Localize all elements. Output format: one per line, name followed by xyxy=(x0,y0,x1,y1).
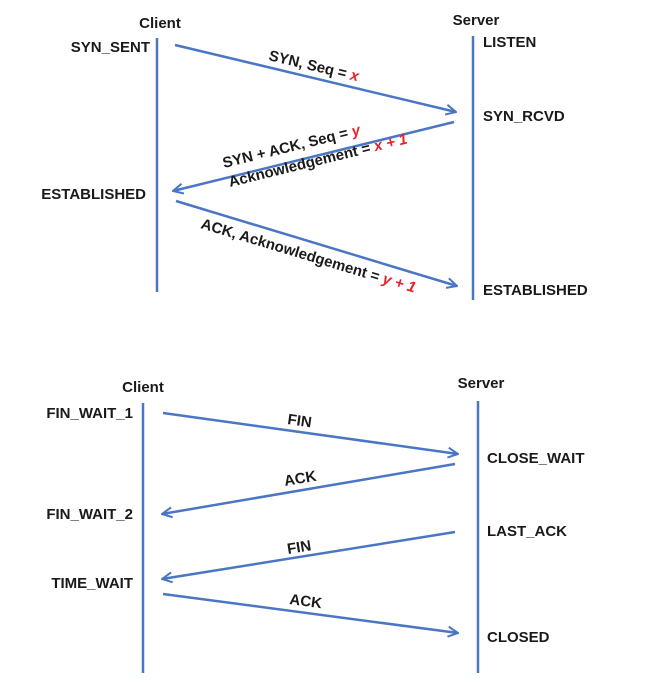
client-state-fin-wait-1: FIN_WAIT_1 xyxy=(46,405,133,422)
server-state-listen: LISTEN xyxy=(483,34,536,51)
client-state-syn-sent: SYN_SENT xyxy=(71,39,150,56)
server-state-syn-rcvd: SYN_RCVD xyxy=(483,108,565,125)
ack-arrow-1 xyxy=(162,462,456,514)
fin-label-2: FIN xyxy=(286,537,313,558)
server-state-closed: CLOSED xyxy=(487,629,550,646)
ack-label-1: ACK xyxy=(283,468,318,490)
syn-ack-arrow xyxy=(173,120,455,191)
server-title-2: Server xyxy=(458,375,505,392)
syn-label: SYN, Seq = x xyxy=(267,47,361,85)
ack-label: ACK, Acknowledgement = y + 1 xyxy=(199,216,418,297)
server-state-last-ack: LAST_ACK xyxy=(487,523,567,540)
syn-arrow xyxy=(174,43,456,112)
ack-arrow-2 xyxy=(162,592,458,633)
client-state-established: ESTABLISHED xyxy=(41,186,146,203)
ack-arrow xyxy=(175,199,457,286)
fin-arrow-1 xyxy=(162,411,458,454)
server-state-established: ESTABLISHED xyxy=(483,282,588,299)
teardown-diagram: Client Server FIN_WAIT_1 FIN_WAIT_2 TIME… xyxy=(46,375,585,673)
fin-label-1: FIN xyxy=(286,411,312,431)
server-state-close-wait: CLOSE_WAIT xyxy=(487,450,585,467)
client-title: Client xyxy=(139,15,181,32)
ack-label-2: ACK xyxy=(288,591,323,612)
server-title: Server xyxy=(453,12,500,29)
handshake-diagram: Client Server SYN_SENT ESTABLISHED LISTE… xyxy=(41,12,588,300)
client-title-2: Client xyxy=(122,379,164,396)
client-state-fin-wait-2: FIN_WAIT_2 xyxy=(46,506,133,523)
client-state-time-wait: TIME_WAIT xyxy=(51,575,133,592)
fin-arrow-2 xyxy=(162,530,456,579)
